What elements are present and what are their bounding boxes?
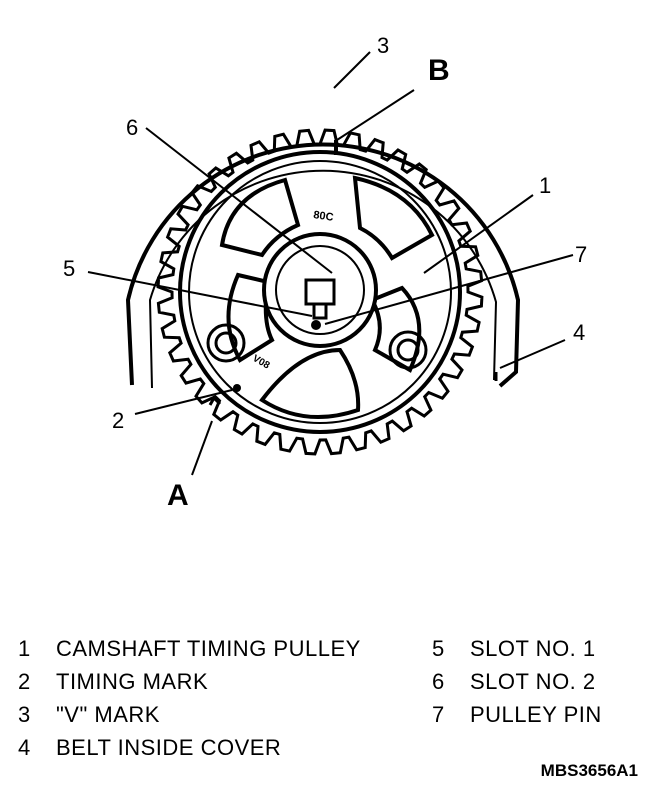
legend-text: SLOT NO. 1 — [470, 636, 596, 661]
legend-item: 3 "V" MARK — [18, 702, 361, 735]
legend-item: 2 TIMING MARK — [18, 669, 361, 702]
legend-number: 1 — [18, 636, 31, 661]
figure-code: MBS3656A1 — [540, 761, 638, 780]
legend-text: SLOT NO. 2 — [470, 669, 596, 694]
legend-item: 1 CAMSHAFT TIMING PULLEY — [18, 636, 361, 669]
slot-no-1 — [304, 278, 336, 320]
legend-number: 3 — [18, 702, 31, 727]
legend-text: CAMSHAFT TIMING PULLEY — [56, 636, 361, 661]
cover-mark-A — [208, 395, 222, 406]
belt-inside-cover — [125, 142, 521, 388]
pulley-teeth — [156, 128, 484, 456]
legend-text: "V" MARK — [56, 702, 160, 727]
callout-4: 4 — [573, 320, 585, 345]
legend-text: BELT INSIDE COVER — [56, 735, 282, 760]
callout-A: A — [167, 479, 189, 512]
callout-5: 5 — [63, 256, 75, 281]
legend-right: 5 SLOT NO. 1 6 SLOT NO. 2 7 PULLEY PIN — [432, 636, 602, 735]
camshaft-pulley-diagram: 80C V08 3 B 6 1 5 7 4 2 A — [63, 33, 587, 512]
pulley-pin — [311, 320, 321, 330]
pulley-hub-outer — [262, 232, 378, 348]
callout-1: 1 — [539, 173, 551, 198]
pulley-hub-inner — [275, 245, 365, 335]
pulley-bolt-left — [206, 323, 246, 363]
legend-item: 6 SLOT NO. 2 — [432, 669, 602, 702]
legend-number: 6 — [432, 669, 445, 694]
legend-item: 7 PULLEY PIN — [432, 702, 602, 735]
callout-7: 7 — [575, 242, 587, 267]
pulley-bolt-right — [388, 330, 428, 370]
pulley-mark-upper: 80C — [313, 209, 335, 224]
callout-2: 2 — [112, 408, 124, 433]
legend-number: 5 — [432, 636, 445, 661]
callout-3: 3 — [377, 33, 389, 58]
legend-number: 7 — [432, 702, 445, 727]
legend-text: PULLEY PIN — [470, 702, 602, 727]
legend-item: 4 BELT INSIDE COVER — [18, 735, 361, 768]
legend-number: 4 — [18, 735, 31, 760]
callout-B: B — [428, 54, 450, 87]
legend-number: 2 — [18, 669, 31, 694]
pulley-mark-lower: V08 — [251, 353, 272, 372]
legend-text: TIMING MARK — [56, 669, 209, 694]
leader-lines — [87, 51, 574, 476]
pulley-inner-rim — [178, 150, 462, 434]
legend-item: 5 SLOT NO. 1 — [432, 636, 602, 669]
timing-mark-dot — [233, 384, 241, 392]
legend-left: 1 CAMSHAFT TIMING PULLEY 2 TIMING MARK 3 "V… — [18, 636, 361, 768]
callout-6: 6 — [126, 115, 138, 140]
